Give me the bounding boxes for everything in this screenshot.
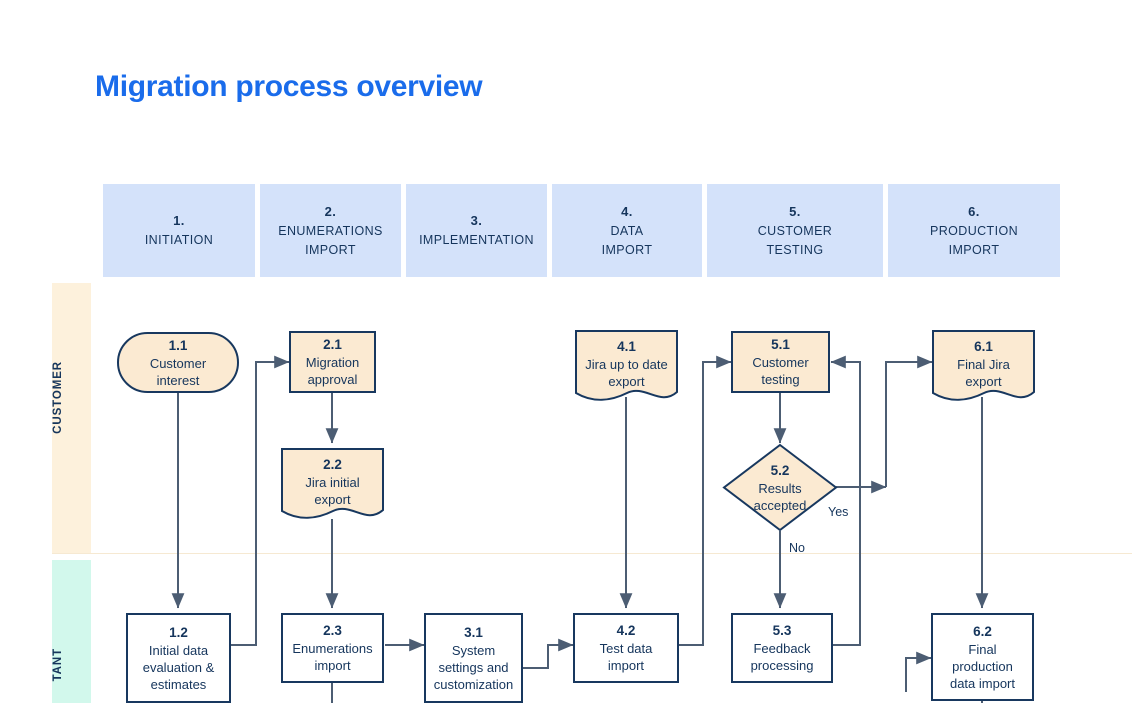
node-number: 2.3: [323, 623, 342, 638]
node-label-line2: interest: [156, 372, 200, 388]
node-label-line2: accepted: [753, 497, 807, 513]
node-2-2[interactable]: 2.2 Jira initial export: [281, 448, 384, 522]
phase-name-line2: IMPORT: [305, 242, 356, 257]
node-label-line2: export: [314, 492, 351, 507]
document-shape-icon: [281, 448, 384, 519]
phase-name-line1: IMPLEMENTATION: [419, 233, 534, 247]
node-label-line1: Customer: [752, 355, 809, 370]
phase-header-2[interactable]: 2. ENUMERATIONS IMPORT: [260, 184, 401, 277]
phase-header-5[interactable]: 5. CUSTOMER TESTING: [707, 184, 883, 277]
node-label-line1: Final Jira: [957, 357, 1010, 372]
node-number: 1.1: [168, 337, 188, 353]
swimlane-band-customer: CUSTOMER: [52, 283, 91, 553]
phase-header-3[interactable]: 3. IMPLEMENTATION: [406, 184, 547, 277]
phase-name-line1: CUSTOMER: [757, 223, 833, 238]
phase-name-line1: DATA: [610, 223, 644, 238]
node-number: 1.2: [169, 624, 188, 640]
node-label-line1: Migration: [305, 355, 360, 370]
node-label-line3: estimates: [150, 676, 207, 692]
node-label-line2: evaluation &: [142, 659, 215, 675]
node-2-3[interactable]: 2.3 Enumerations import: [281, 613, 384, 683]
phase-name-line2: TESTING: [766, 242, 824, 257]
node-label-line2: testing: [761, 372, 800, 387]
swimlane-label-consultant: TANT: [52, 648, 64, 682]
node-label-line3: customization: [433, 676, 514, 692]
node-label-line1: Feedback: [753, 641, 811, 656]
node-label-line2: processing: [750, 658, 814, 673]
phase-number: 3.: [470, 213, 483, 228]
node-label-line2: approval: [307, 372, 358, 387]
swimlane-divider: [52, 553, 1132, 554]
phase-number: 1.: [173, 213, 185, 228]
node-label-line1: Initial data: [148, 642, 209, 658]
node-number: 4.2: [616, 623, 636, 638]
node-label-line1: Jira up to date: [585, 357, 668, 372]
phase-number: 4.: [621, 203, 633, 219]
decision-diamond-icon: [722, 443, 838, 532]
node-number: 5.2: [770, 462, 790, 478]
node-label-line3: data import: [949, 675, 1016, 691]
node-label-line1: Test data: [599, 641, 653, 656]
phase-header-1[interactable]: 1. INITIATION: [103, 184, 255, 277]
node-6-1[interactable]: 6.1 Final Jira export: [932, 330, 1035, 404]
node-label-line2: import: [314, 658, 351, 673]
phase-name-line1: INITIATION: [144, 233, 214, 247]
node-4-2[interactable]: 4.2 Test data import: [573, 613, 679, 683]
node-2-1[interactable]: 2.1 Migration approval: [289, 331, 376, 393]
node-number: 6.1: [974, 339, 993, 354]
swimlane-band-consultant: TANT: [52, 560, 91, 703]
node-label-line2: production: [952, 658, 1013, 674]
document-shape-icon: [575, 330, 678, 401]
node-1-2[interactable]: 1.2 Initial data evaluation & estimates: [126, 613, 231, 703]
phase-header-4[interactable]: 4. DATA IMPORT: [552, 184, 702, 277]
node-number: 2.1: [323, 337, 342, 352]
node-label-line1: Final: [968, 641, 997, 657]
node-number: 6.2: [973, 623, 992, 639]
node-number: 4.1: [617, 339, 636, 354]
node-label-line2: import: [607, 658, 645, 673]
node-number: 5.3: [772, 623, 792, 638]
node-label-line2: export: [965, 374, 1002, 389]
node-number: 3.1: [464, 624, 483, 640]
phase-number: 2.: [324, 203, 337, 219]
phase-number: 6.: [968, 203, 980, 219]
node-label-line1: System: [451, 642, 496, 658]
node-5-1[interactable]: 5.1 Customer testing: [731, 331, 830, 393]
phase-name-line1: ENUMERATIONS: [278, 223, 383, 238]
phase-header-6[interactable]: 6. PRODUCTION IMPORT: [888, 184, 1060, 277]
edge-label-no: No: [789, 541, 805, 555]
node-number: 2.2: [323, 457, 342, 472]
document-shape-icon: [932, 330, 1035, 401]
edge-label-yes: Yes: [828, 505, 849, 519]
node-5-2[interactable]: 5.2 Results accepted: [722, 443, 838, 532]
page-title: Migration process overview: [95, 70, 483, 103]
node-label-line1: Results: [758, 480, 802, 496]
node-label-line2: export: [608, 374, 645, 389]
node-label-line1: Customer: [149, 355, 207, 371]
phase-name-line2: IMPORT: [601, 242, 653, 257]
swimlane-label-customer: CUSTOMER: [52, 361, 64, 434]
node-6-2[interactable]: 6.2 Final production data import: [931, 613, 1034, 701]
node-3-1[interactable]: 3.1 System settings and customization: [424, 613, 523, 703]
phase-name-line2: IMPORT: [948, 242, 1000, 257]
node-label-line2: settings and: [438, 659, 509, 675]
node-label-line1: Jira initial: [305, 475, 360, 490]
node-number: 5.1: [771, 337, 790, 352]
node-5-3[interactable]: 5.3 Feedback processing: [731, 613, 833, 683]
node-4-1[interactable]: 4.1 Jira up to date export: [575, 330, 678, 404]
node-1-1[interactable]: 1.1 Customer interest: [117, 332, 239, 393]
phase-number: 5.: [789, 203, 801, 219]
phase-name-line1: PRODUCTION: [929, 223, 1019, 238]
node-label-line1: Enumerations: [292, 641, 373, 656]
